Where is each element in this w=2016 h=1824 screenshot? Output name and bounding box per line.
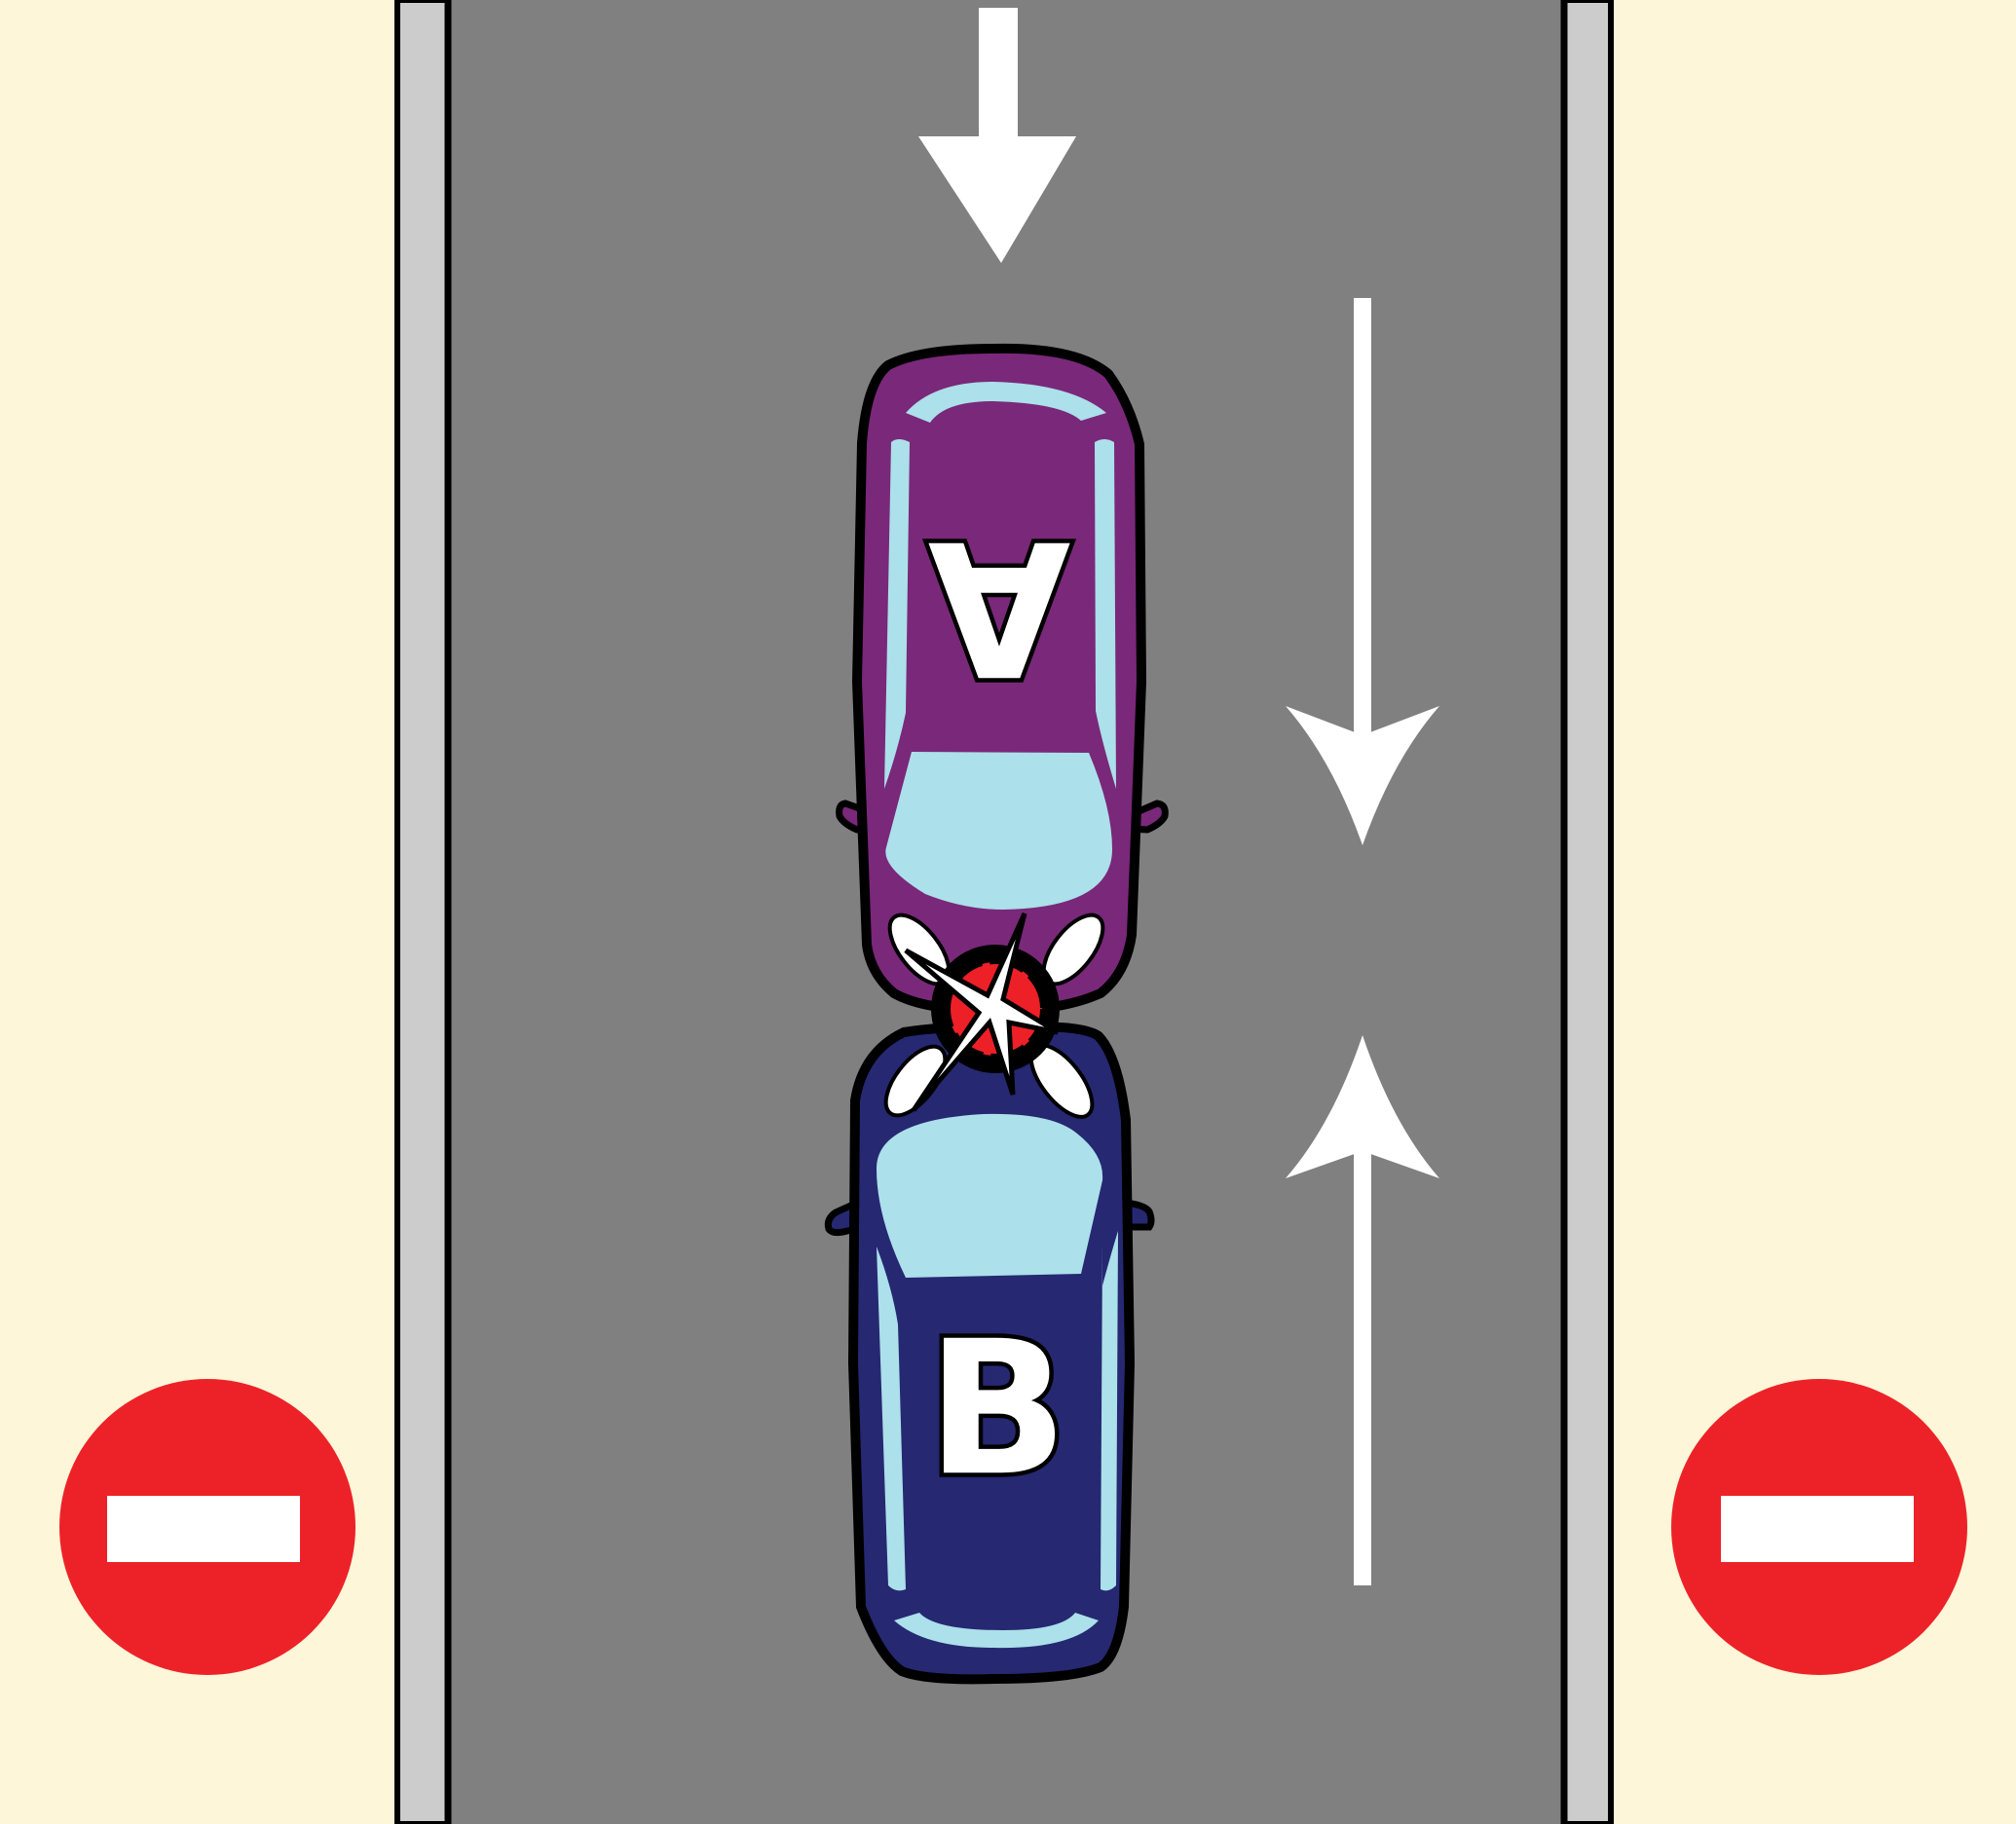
car-a-label: A: [927, 500, 1070, 715]
car-b-windshield: [877, 1113, 1103, 1278]
car-b-left-window: [877, 1247, 906, 1591]
arrow-shaft-bottom: [1354, 1149, 1371, 1585]
car-b: B: [824, 1021, 1155, 1685]
right-curb: [1561, 0, 1614, 1824]
no-entry-icon-right: [1671, 1379, 1967, 1675]
arrow-down-icon: [918, 8, 1076, 263]
collision-star-icon: [904, 912, 1060, 1112]
arrowhead-up: [1286, 1035, 1439, 1178]
no-entry-icon-left: [59, 1379, 355, 1675]
car-b-right-window: [1101, 1231, 1118, 1591]
car-a-windshield: [885, 752, 1112, 910]
car-a: A: [836, 343, 1169, 1017]
car-b-rear-window: [894, 1613, 1099, 1649]
car-b-label: B: [927, 1301, 1068, 1516]
left-curb: [394, 0, 451, 1824]
car-a-left-window: [884, 439, 910, 789]
arrow-shaft-top: [1354, 298, 1371, 736]
arrowhead-down: [1286, 706, 1439, 845]
car-a-rear-window: [906, 382, 1106, 423]
head-on-arrows-icon: [1286, 298, 1439, 1585]
car-a-right-window: [1095, 439, 1116, 789]
